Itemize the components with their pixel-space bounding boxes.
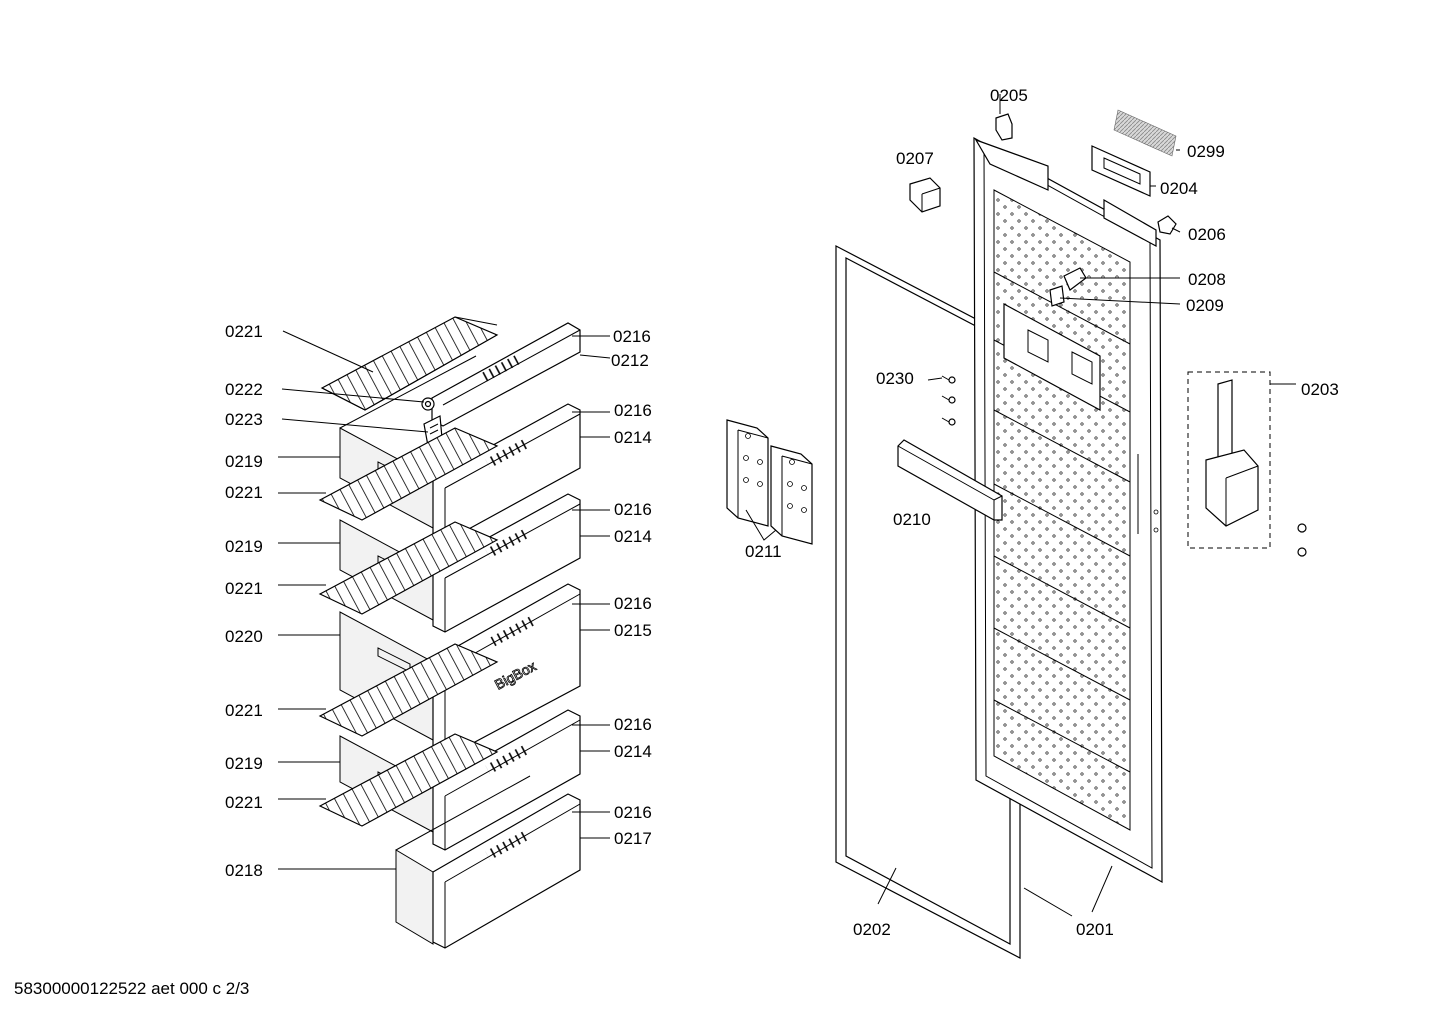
callout-0214: 0214 xyxy=(614,428,652,447)
callout-0203: 0203 xyxy=(1301,380,1339,399)
callout-0211: 0211 xyxy=(745,542,782,561)
callout-0221: 0221 xyxy=(225,793,263,812)
callout-0215: 0215 xyxy=(614,621,652,640)
callout-0216: 0216 xyxy=(614,715,652,734)
callout-0208: 0208 xyxy=(1188,270,1226,289)
callout-0205: 0205 xyxy=(990,86,1028,105)
wire-shelf-4 xyxy=(318,643,499,737)
screws-0230 xyxy=(941,375,956,426)
door-gasket xyxy=(835,245,1021,959)
document-reference-footer: 58300000122522 aet 000 c 2/3 xyxy=(14,979,250,998)
callout-0216: 0216 xyxy=(614,500,652,519)
door-panel xyxy=(973,136,1163,884)
callout-0219: 0219 xyxy=(225,537,263,556)
bracket-0205 xyxy=(995,113,1013,141)
callout-0230: 0230 xyxy=(876,369,914,388)
ice-packs xyxy=(726,419,813,545)
callout-0218: 0218 xyxy=(225,861,263,880)
latch-0208-0209 xyxy=(1049,267,1087,307)
callout-0221: 0221 xyxy=(225,579,263,598)
callout-0220: 0220 xyxy=(225,627,263,646)
drawer-bottom xyxy=(395,775,581,949)
callout-0201: 0201 xyxy=(1076,920,1114,939)
callout-0202: 0202 xyxy=(853,920,891,939)
leader-lines xyxy=(278,94,1296,917)
hinge-assembly-0203 xyxy=(1187,371,1307,557)
hinge-cover-0207 xyxy=(909,177,941,213)
callout-0221: 0221 xyxy=(225,701,263,720)
wire-shelf-3 xyxy=(318,521,499,615)
callout-0214: 0214 xyxy=(614,527,652,546)
callout-0216: 0216 xyxy=(613,327,651,346)
top-wire-shelf xyxy=(320,316,499,411)
display-cover-0204 xyxy=(1091,145,1151,197)
callout-0216: 0216 xyxy=(614,803,652,822)
drawer-stack: BigBox xyxy=(318,316,581,949)
callout-0212: 0212 xyxy=(611,351,649,370)
callout-labels: 0221 0222 0223 0219 0221 0219 0221 0220 … xyxy=(225,86,1339,939)
callout-0222: 0222 xyxy=(225,380,263,399)
callout-0216: 0216 xyxy=(614,594,652,613)
callout-0219: 0219 xyxy=(225,754,263,773)
wire-shelf-5 xyxy=(318,733,499,827)
callout-0223: 0223 xyxy=(225,410,263,429)
callout-0216: 0216 xyxy=(614,401,652,420)
callout-0210: 0210 xyxy=(893,510,931,529)
callout-0206: 0206 xyxy=(1188,225,1226,244)
callout-0219: 0219 xyxy=(225,452,263,471)
callout-0299: 0299 xyxy=(1187,142,1225,161)
callout-0204: 0204 xyxy=(1160,179,1198,198)
callout-0221: 0221 xyxy=(225,322,263,341)
callout-0217: 0217 xyxy=(614,829,652,848)
bracket-0206 xyxy=(1157,215,1177,235)
wire-shelf-2 xyxy=(318,427,499,521)
callout-0209: 0209 xyxy=(1186,296,1224,315)
label-0299 xyxy=(1113,109,1177,157)
callout-0214: 0214 xyxy=(614,742,652,761)
door-handle xyxy=(897,439,1003,521)
drawer-2 xyxy=(339,493,581,633)
callout-0207: 0207 xyxy=(896,149,934,168)
callout-0221: 0221 xyxy=(225,483,263,502)
